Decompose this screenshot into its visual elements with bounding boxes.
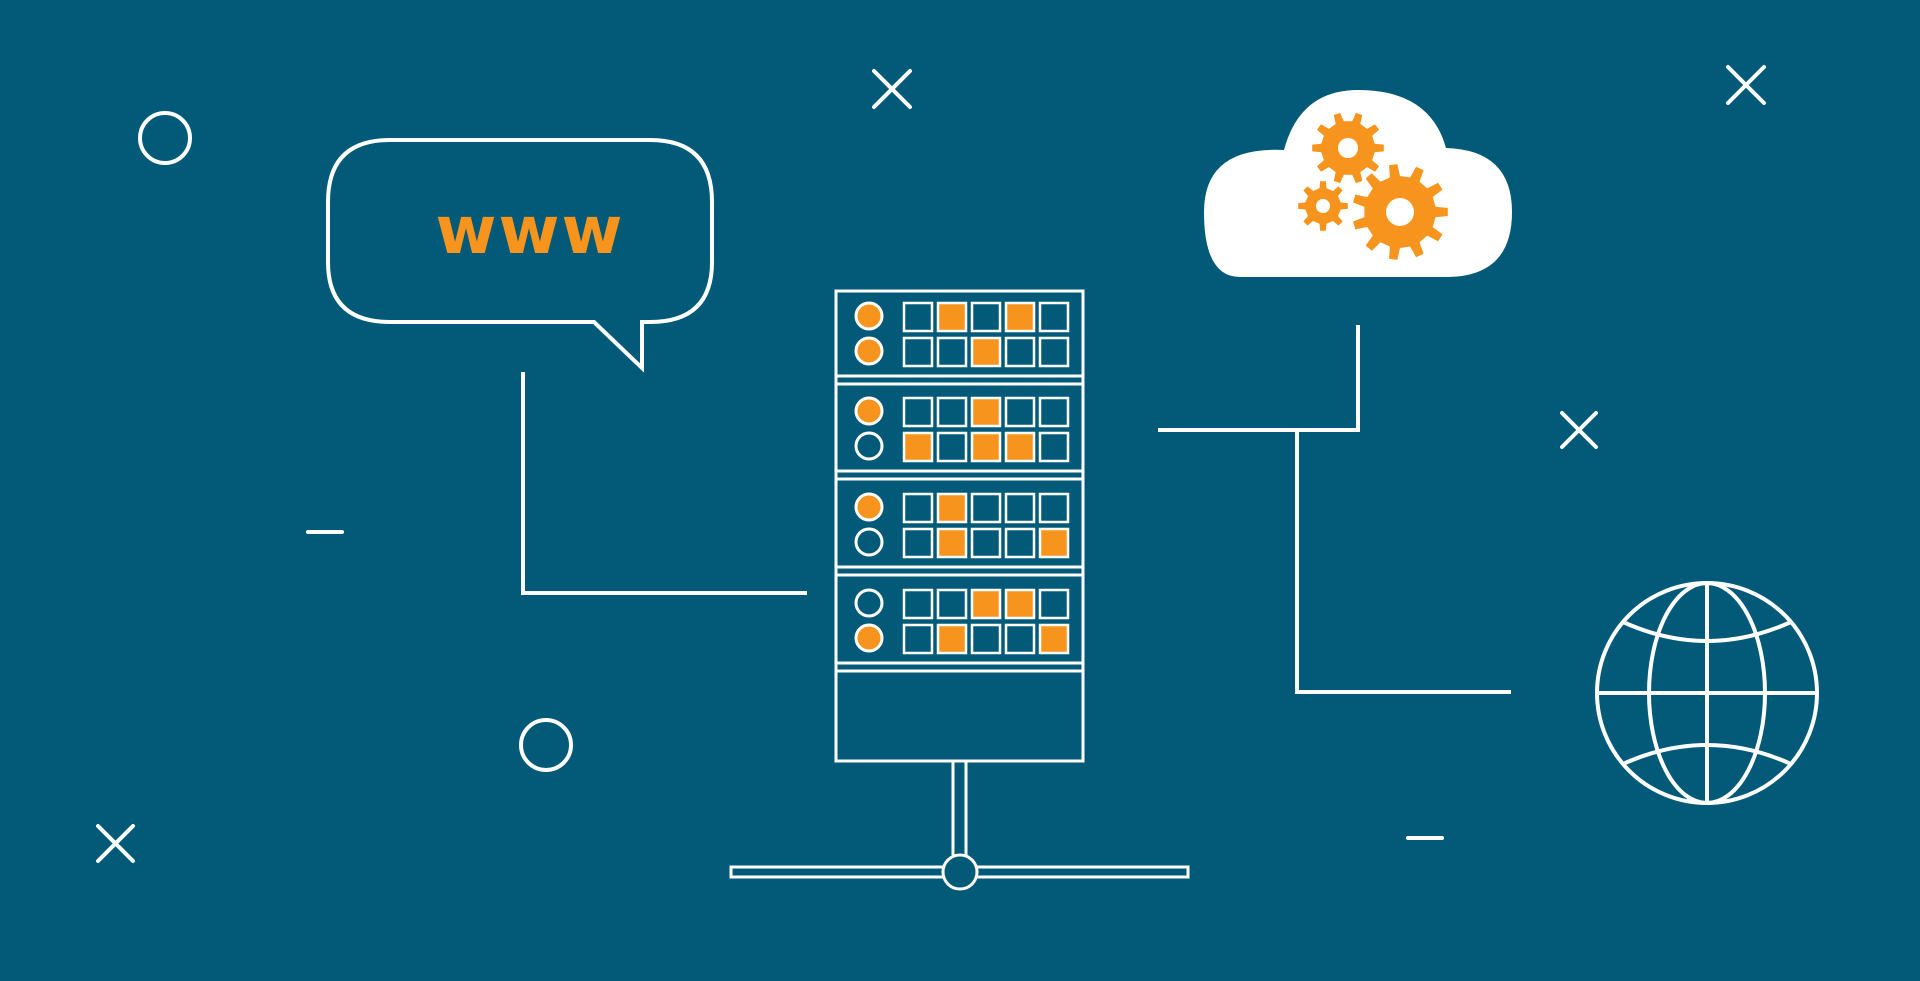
www-label: www bbox=[436, 192, 625, 269]
cross-decoration bbox=[872, 69, 912, 109]
drive-slot bbox=[1038, 336, 1070, 368]
status-led bbox=[854, 301, 884, 331]
status-led bbox=[854, 527, 884, 557]
drive-slot bbox=[1004, 492, 1036, 524]
server-unit bbox=[836, 301, 1083, 386]
cross-decoration bbox=[1726, 65, 1766, 105]
drive-slot bbox=[936, 336, 968, 368]
drive-slot bbox=[1004, 336, 1036, 368]
status-led bbox=[854, 431, 884, 461]
drive-slot bbox=[970, 336, 1002, 368]
status-led bbox=[854, 396, 884, 426]
drive-slot bbox=[970, 527, 1002, 559]
speech-bubble-icon: www bbox=[326, 138, 714, 373]
drive-slot bbox=[902, 492, 934, 524]
globe-connector bbox=[1295, 430, 1511, 694]
drive-slot bbox=[970, 431, 1002, 463]
drive-slot bbox=[936, 623, 968, 655]
gear-hole bbox=[1316, 199, 1330, 213]
drive-slot bbox=[1038, 588, 1070, 620]
drive-slot bbox=[936, 492, 968, 524]
drive-slot bbox=[1038, 623, 1070, 655]
drive-slot bbox=[902, 623, 934, 655]
drive-slot bbox=[1004, 301, 1036, 333]
status-led bbox=[854, 336, 884, 366]
drive-slot bbox=[1004, 431, 1036, 463]
drive-slot bbox=[936, 527, 968, 559]
drive-slot bbox=[1004, 588, 1036, 620]
drive-slot bbox=[936, 396, 968, 428]
drive-slot bbox=[902, 336, 934, 368]
drive-slot bbox=[970, 623, 1002, 655]
ring-decoration bbox=[138, 111, 192, 165]
decorations bbox=[96, 65, 1766, 863]
drive-slot bbox=[936, 431, 968, 463]
drive-slot bbox=[1038, 527, 1070, 559]
drive-slot bbox=[1038, 396, 1070, 428]
gear-hole bbox=[1338, 138, 1358, 158]
status-led bbox=[854, 588, 884, 618]
gears bbox=[1298, 112, 1448, 260]
drive-slot bbox=[1038, 431, 1070, 463]
gear-hole bbox=[1386, 198, 1414, 226]
drive-slot bbox=[1004, 396, 1036, 428]
server-unit bbox=[836, 492, 1083, 577]
cloud-gears-icon bbox=[1204, 90, 1512, 277]
drive-slot bbox=[1038, 492, 1070, 524]
bubble-connector bbox=[521, 372, 807, 595]
cross-decoration bbox=[96, 824, 135, 863]
drive-slot bbox=[1038, 301, 1070, 333]
connector-lines bbox=[521, 325, 1511, 694]
ring-decoration bbox=[519, 718, 573, 772]
status-led bbox=[854, 492, 884, 522]
network-base bbox=[729, 761, 1190, 891]
drive-slot bbox=[902, 588, 934, 620]
status-led bbox=[854, 623, 884, 653]
drive-slot bbox=[936, 588, 968, 620]
server-units bbox=[836, 301, 1083, 673]
drive-slot bbox=[936, 301, 968, 333]
drive-slot bbox=[970, 492, 1002, 524]
drive-slot bbox=[902, 396, 934, 428]
drive-slot bbox=[1004, 527, 1036, 559]
globe-icon bbox=[1595, 581, 1819, 805]
cross-decoration bbox=[1560, 411, 1598, 449]
drive-slot bbox=[970, 588, 1002, 620]
drive-slot bbox=[902, 301, 934, 333]
drive-slot bbox=[902, 527, 934, 559]
server-rack-icon bbox=[834, 289, 1085, 763]
drive-slot bbox=[970, 301, 1002, 333]
drive-slot bbox=[902, 431, 934, 463]
drive-slot bbox=[970, 396, 1002, 428]
cloud-connector bbox=[1158, 325, 1360, 432]
server-unit bbox=[836, 396, 1083, 481]
server-frame bbox=[834, 289, 1085, 763]
drive-slot bbox=[1004, 623, 1036, 655]
network-node bbox=[941, 853, 979, 891]
